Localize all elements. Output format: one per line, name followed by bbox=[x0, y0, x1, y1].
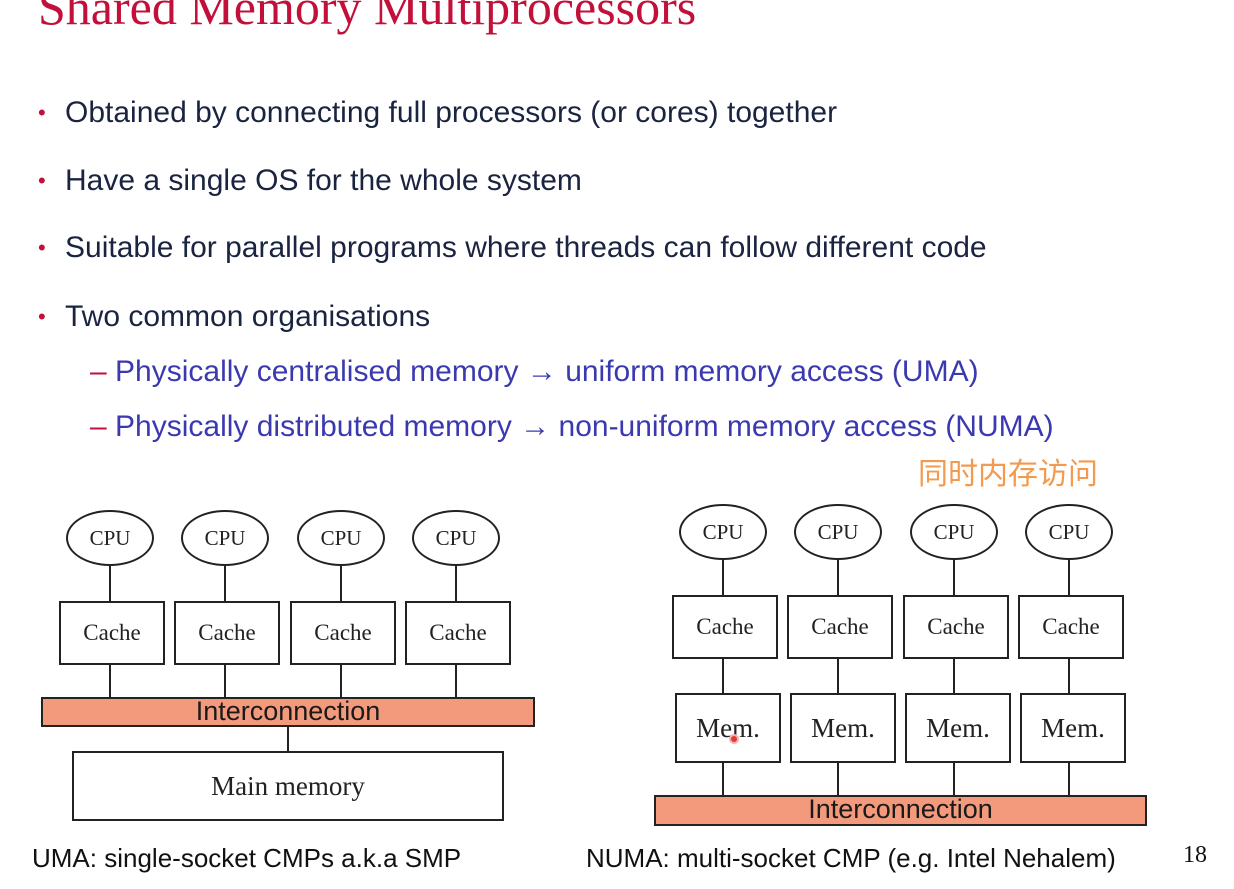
uma-cpu-node: CPU bbox=[297, 510, 385, 566]
page-number: 18 bbox=[1183, 842, 1207, 868]
uma-link bbox=[287, 727, 289, 751]
numa-link bbox=[722, 763, 724, 795]
numa-caption: NUMA: multi-socket CMP (e.g. Intel Nehal… bbox=[586, 843, 1116, 873]
uma-link bbox=[455, 566, 457, 601]
pointer-cursor-icon bbox=[729, 734, 739, 744]
numa-cpu-node: CPU bbox=[794, 504, 882, 560]
sub-bullet-dash: – bbox=[90, 355, 107, 388]
uma-cache-box: Cache bbox=[174, 601, 280, 665]
uma-interconnection-bar: Interconnection bbox=[41, 697, 535, 727]
bullet-marker: • bbox=[38, 235, 46, 260]
sub-bullet-rest: uniform memory access (UMA) bbox=[565, 355, 979, 388]
sub-bullet-lead: Physically centralised memory bbox=[115, 355, 519, 388]
numa-cache-box: Cache bbox=[672, 595, 778, 659]
uma-link bbox=[340, 566, 342, 601]
sub-bullet-lead: Physically distributed memory bbox=[115, 410, 512, 443]
uma-cache-box: Cache bbox=[59, 601, 165, 665]
numa-link bbox=[953, 659, 955, 693]
numa-link bbox=[1068, 659, 1070, 693]
uma-link bbox=[224, 566, 226, 601]
uma-link bbox=[455, 665, 457, 697]
numa-link bbox=[953, 763, 955, 795]
numa-cpu-node: CPU bbox=[1025, 504, 1113, 560]
sub-bullet-uma: – Physically centralised memory → unifor… bbox=[90, 354, 979, 390]
uma-cache-box: Cache bbox=[405, 601, 511, 665]
numa-memory-box: Mem. bbox=[905, 693, 1011, 763]
numa-cpu-node: CPU bbox=[910, 504, 998, 560]
numa-link bbox=[837, 763, 839, 795]
slide-title: Shared Memory Multiprocessors bbox=[38, 0, 697, 35]
numa-cache-box: Cache bbox=[903, 595, 1009, 659]
uma-cpu-node: CPU bbox=[181, 510, 269, 566]
uma-caption: UMA: single-socket CMPs a.k.a SMP bbox=[32, 843, 462, 873]
arrow-icon: → bbox=[526, 355, 557, 388]
numa-cpu-node: CPU bbox=[679, 504, 767, 560]
uma-cache-box: Cache bbox=[290, 601, 396, 665]
sub-bullet-dash: – bbox=[90, 410, 107, 443]
uma-cpu-node: CPU bbox=[66, 510, 154, 566]
bullet-text: Two common organisations bbox=[65, 300, 431, 333]
bullet-text: Have a single OS for the whole system bbox=[65, 164, 582, 197]
bullet-marker: • bbox=[38, 304, 46, 329]
bullet-marker: • bbox=[38, 100, 46, 125]
bullet-text: Suitable for parallel programs where thr… bbox=[65, 231, 987, 264]
sub-bullet-numa: – Physically distributed memory → non-un… bbox=[90, 409, 1054, 445]
sub-bullet-rest: non-uniform memory access (NUMA) bbox=[558, 410, 1054, 443]
bullet-marker: • bbox=[38, 168, 46, 193]
uma-link bbox=[224, 665, 226, 697]
arrow-icon: → bbox=[520, 410, 551, 443]
numa-memory-box: Mem. bbox=[675, 693, 781, 763]
numa-cache-box: Cache bbox=[787, 595, 893, 659]
numa-link bbox=[837, 659, 839, 693]
numa-link bbox=[1068, 763, 1070, 795]
main-memory-box: Main memory bbox=[72, 751, 504, 821]
numa-memory-box: Mem. bbox=[790, 693, 896, 763]
uma-link bbox=[109, 665, 111, 697]
numa-link bbox=[722, 560, 724, 595]
uma-cpu-node: CPU bbox=[412, 510, 500, 566]
numa-memory-box: Mem. bbox=[1020, 693, 1126, 763]
uma-link bbox=[109, 566, 111, 601]
numa-interconnection-bar: Interconnection bbox=[654, 795, 1147, 826]
numa-cache-box: Cache bbox=[1018, 595, 1124, 659]
numa-link bbox=[953, 560, 955, 595]
chinese-annotation: 同时内存访问 bbox=[918, 457, 1098, 492]
numa-link bbox=[722, 659, 724, 693]
bullet-text: Obtained by connecting full processors (… bbox=[65, 96, 838, 129]
uma-link bbox=[340, 665, 342, 697]
numa-link bbox=[837, 560, 839, 595]
numa-link bbox=[1068, 560, 1070, 595]
